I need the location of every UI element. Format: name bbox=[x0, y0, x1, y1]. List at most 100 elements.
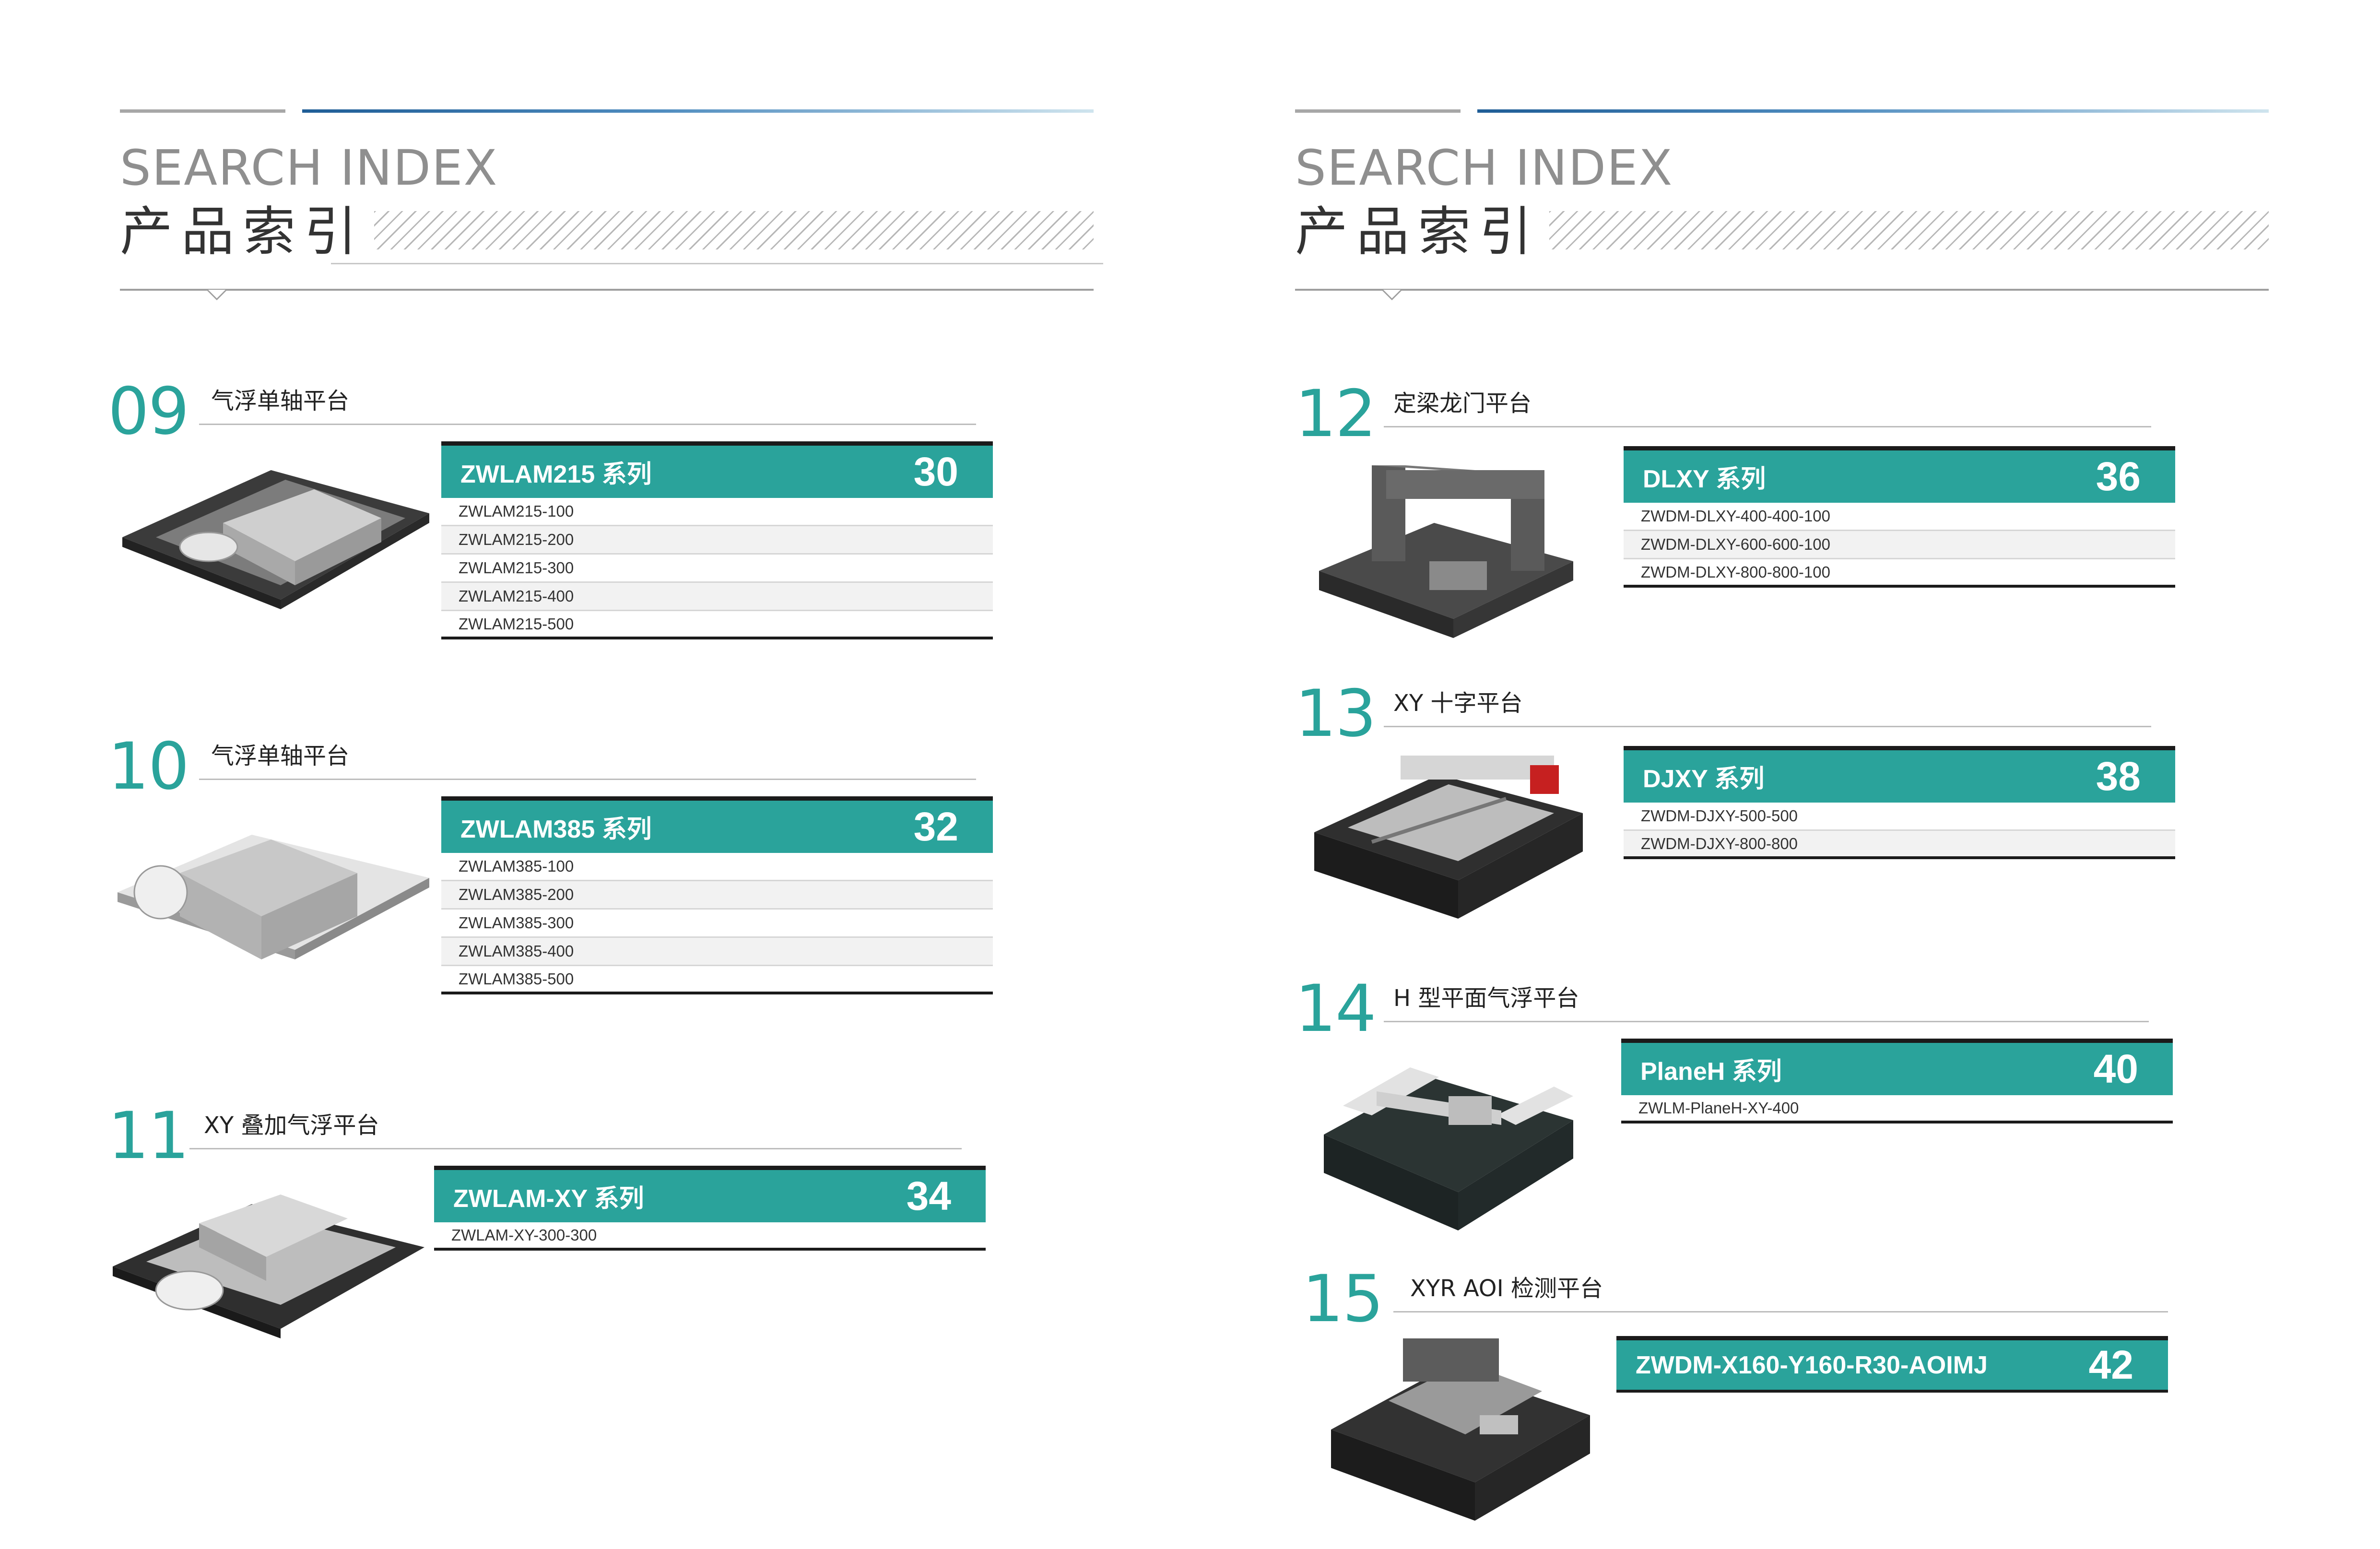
page-number: 42 bbox=[2088, 1342, 2133, 1387]
series-box: PlaneH 系列 40 ZWLM-PlaneH-XY-400 bbox=[1621, 1039, 2173, 1123]
section-rule bbox=[199, 779, 976, 780]
model-row[interactable]: ZWLM-PlaneH-XY-400 bbox=[1621, 1095, 2173, 1123]
section-number: 09 bbox=[108, 374, 189, 449]
model-row[interactable]: ZWLAM385-400 bbox=[441, 938, 993, 966]
series-box: ZWDM-X160-Y160-R30-AOIMJ 42 bbox=[1616, 1336, 2168, 1393]
model-row[interactable]: ZWDM-DLXY-600-600-100 bbox=[1624, 531, 2175, 559]
series-box: ZWLAM215 系列 30 ZWLAM215-100 ZWLAM215-200… bbox=[441, 441, 993, 639]
header-baseline bbox=[120, 289, 1094, 291]
section-09: 09 气浮单轴平台 ZWLAM215 系列 30 ZWLAM215-100 ZW… bbox=[108, 379, 995, 657]
gantry-stage-icon bbox=[1319, 465, 1573, 638]
right-header: SEARCH INDEX 产品索引 bbox=[1295, 106, 2283, 307]
page-number: 38 bbox=[2096, 754, 2141, 799]
series-name: ZWLAM215 系列 bbox=[460, 461, 652, 488]
model-list: ZWLAM-XY-300-300 bbox=[434, 1222, 986, 1251]
section-number: 14 bbox=[1295, 971, 1377, 1046]
model-list: ZWLAM385-100 ZWLAM385-200 ZWLAM385-300 Z… bbox=[441, 853, 993, 994]
series-name: ZWDM-X160-Y160-R30-AOIMJ bbox=[1636, 1351, 1988, 1379]
left-header: SEARCH INDEX 产品索引 bbox=[120, 106, 1108, 307]
series-box: ZWLAM-XY 系列 34 ZWLAM-XY-300-300 bbox=[434, 1166, 986, 1251]
page-number: 34 bbox=[906, 1173, 951, 1218]
model-row[interactable]: ZWLAM215-300 bbox=[441, 555, 993, 583]
model-row[interactable]: ZWLAM215-100 bbox=[441, 498, 993, 526]
section-rule bbox=[1393, 1311, 2168, 1313]
page-number: 32 bbox=[913, 804, 958, 849]
section-number: 15 bbox=[1302, 1261, 1384, 1336]
header-baseline bbox=[1295, 289, 2269, 291]
section-10: 10 气浮单轴平台 ZWLAM385 系列 32 ZWLAM385-100 ZW… bbox=[108, 734, 995, 1012]
section-11: 11 XY 叠加气浮平台 ZWLAM-XY 系列 34 ZWLAM-XY-300… bbox=[108, 1103, 995, 1372]
page-number: 36 bbox=[2096, 454, 2141, 499]
series-header[interactable]: ZWDM-X160-Y160-R30-AOIMJ 42 bbox=[1616, 1336, 2168, 1393]
section-title: XYR AOI 检测平台 bbox=[1410, 1275, 1603, 1302]
model-row[interactable]: ZWLAM215-200 bbox=[441, 526, 993, 555]
aoi-stage-icon bbox=[1331, 1338, 1590, 1521]
h-stage-icon bbox=[1324, 1067, 1573, 1230]
header-notch-inner bbox=[208, 290, 225, 298]
header-hatch bbox=[1549, 211, 2269, 249]
section-14: 14 H 型平面气浮平台 PlaneH 系列 40 ZWLM-PlaneH-XY… bbox=[1295, 976, 2182, 1245]
header-bar-gradient bbox=[302, 109, 1094, 113]
model-row[interactable]: ZWDM-DJXY-500-500 bbox=[1624, 803, 2175, 831]
section-title: XY 十字平台 bbox=[1393, 690, 1523, 717]
section-rule bbox=[199, 424, 976, 425]
series-header[interactable]: ZWLAM215 系列 30 bbox=[441, 441, 993, 498]
section-title: 气浮单轴平台 bbox=[211, 743, 350, 769]
title-english: SEARCH INDEX bbox=[1295, 140, 1673, 197]
section-rule bbox=[1384, 1021, 2149, 1022]
model-row[interactable]: ZWLAM-XY-300-300 bbox=[434, 1222, 986, 1251]
section-rule bbox=[1384, 726, 2151, 727]
series-name: DJXY 系列 bbox=[1643, 765, 1765, 793]
section-title: H 型平面气浮平台 bbox=[1393, 985, 1579, 1012]
model-row[interactable]: ZWDM-DLXY-800-800-100 bbox=[1624, 559, 2175, 588]
series-name: ZWLAM385 系列 bbox=[460, 816, 652, 843]
section-15: 15 XYR AOI 检测平台 ZWDM-X160-Y160-R30-AOIMJ… bbox=[1302, 1266, 2190, 1535]
series-name: ZWLAM-XY 系列 bbox=[453, 1185, 644, 1213]
series-name: DLXY 系列 bbox=[1643, 465, 1766, 493]
header-hatch bbox=[374, 211, 1094, 249]
page-number: 40 bbox=[2093, 1046, 2138, 1091]
model-row[interactable]: ZWLAM385-200 bbox=[441, 881, 993, 910]
section-title: 定梁龙门平台 bbox=[1393, 390, 1532, 417]
model-list: ZWLAM215-100 ZWLAM215-200 ZWLAM215-300 Z… bbox=[441, 498, 993, 639]
section-rule bbox=[189, 1148, 962, 1149]
series-box: ZWLAM385 系列 32 ZWLAM385-100 ZWLAM385-200… bbox=[441, 796, 993, 994]
model-row[interactable]: ZWDM-DJXY-800-800 bbox=[1624, 831, 2175, 859]
model-row[interactable]: ZWDM-DLXY-400-400-100 bbox=[1624, 503, 2175, 531]
section-title: 气浮单轴平台 bbox=[211, 388, 350, 414]
cross-stage-icon bbox=[1314, 756, 1583, 919]
page-number: 30 bbox=[913, 449, 958, 494]
section-number: 13 bbox=[1295, 676, 1377, 751]
model-row[interactable]: ZWLAM385-500 bbox=[441, 966, 993, 994]
series-name: PlaneH 系列 bbox=[1640, 1058, 1782, 1086]
series-header[interactable]: PlaneH 系列 40 bbox=[1621, 1039, 2173, 1095]
section-title: XY 叠加气浮平台 bbox=[204, 1112, 379, 1139]
section-13: 13 XY 十字平台 DJXY 系列 38 ZWDM-DJXY-500-500 … bbox=[1295, 681, 2182, 940]
section-number: 11 bbox=[108, 1098, 189, 1173]
header-notch-inner bbox=[1383, 290, 1401, 298]
series-header[interactable]: DJXY 系列 38 bbox=[1624, 746, 2175, 803]
model-row[interactable]: ZWLAM215-500 bbox=[441, 611, 993, 639]
model-list: ZWDM-DLXY-400-400-100 ZWDM-DLXY-600-600-… bbox=[1624, 503, 2175, 588]
model-row[interactable]: ZWLAM385-100 bbox=[441, 853, 993, 881]
header-underline bbox=[331, 263, 1103, 264]
series-header[interactable]: DLXY 系列 36 bbox=[1624, 446, 2175, 503]
air-bearing-stage-icon bbox=[122, 470, 429, 609]
series-header[interactable]: ZWLAM-XY 系列 34 bbox=[434, 1166, 986, 1222]
model-row[interactable]: ZWLAM215-400 bbox=[441, 583, 993, 611]
title-chinese: 产品索引 bbox=[120, 201, 365, 262]
title-chinese: 产品索引 bbox=[1295, 201, 1541, 262]
series-box: DLXY 系列 36 ZWDM-DLXY-400-400-100 ZWDM-DL… bbox=[1624, 446, 2175, 588]
series-header[interactable]: ZWLAM385 系列 32 bbox=[441, 796, 993, 853]
title-english: SEARCH INDEX bbox=[120, 140, 498, 197]
model-list: ZWLM-PlaneH-XY-400 bbox=[1621, 1095, 2173, 1123]
series-box: DJXY 系列 38 ZWDM-DJXY-500-500 ZWDM-DJXY-8… bbox=[1624, 746, 2175, 859]
section-rule bbox=[1384, 426, 2151, 427]
model-list: ZWDM-DJXY-500-500 ZWDM-DJXY-800-800 bbox=[1624, 803, 2175, 859]
header-bar-gray bbox=[1295, 109, 1461, 113]
section-12: 12 定梁龙门平台 DLXY 系列 36 ZWDM-DLXY-400-400-1… bbox=[1295, 381, 2182, 660]
section-number: 12 bbox=[1295, 376, 1377, 451]
model-row[interactable]: ZWLAM385-300 bbox=[441, 910, 993, 938]
header-bar-gray bbox=[120, 109, 285, 113]
section-number: 10 bbox=[108, 729, 189, 804]
